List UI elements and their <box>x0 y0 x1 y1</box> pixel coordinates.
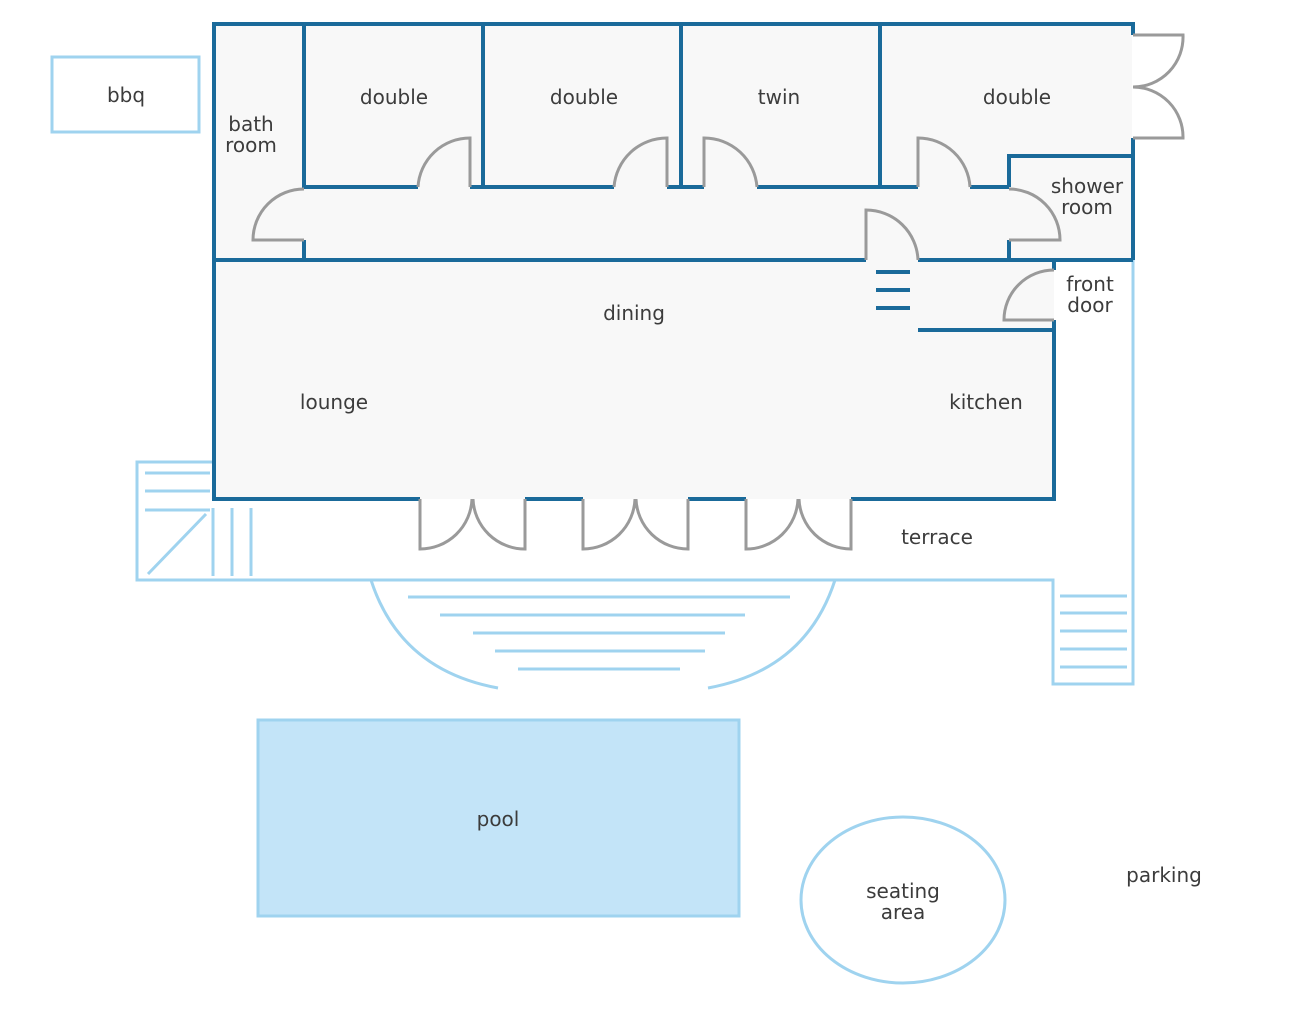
terrace-outline <box>135 260 1135 686</box>
label-dining: dining <box>603 301 665 325</box>
door-stairs <box>864 208 920 261</box>
interior-walls <box>214 24 1133 332</box>
bbq-area <box>50 55 201 134</box>
outer-walls <box>212 22 1135 501</box>
door-twin <box>702 136 759 188</box>
label-bath-room-2: room <box>225 133 277 157</box>
house-floor <box>214 24 1132 260</box>
stairs <box>876 270 910 310</box>
label-front-door-1: front <box>1066 272 1114 296</box>
right-steps <box>1060 594 1127 669</box>
door-terrace-3a <box>744 498 800 551</box>
door-double-1 <box>416 136 472 188</box>
label-bbq: bbq <box>107 83 145 107</box>
label-pool: pool <box>477 807 520 831</box>
door-double-2 <box>612 136 669 188</box>
label-parking: parking <box>1126 863 1202 887</box>
label-bedroom-3: twin <box>758 85 800 109</box>
labels: bbq bath room double double twin double … <box>107 83 1202 924</box>
label-shower-room-1: shower <box>1051 174 1124 198</box>
label-terrace: terrace <box>901 525 973 549</box>
label-shower-room-2: room <box>1061 195 1113 219</box>
door-side-lower <box>1132 85 1185 140</box>
label-bedroom-2: double <box>550 85 618 109</box>
door-terrace-2a <box>581 498 637 551</box>
doors <box>251 33 1185 551</box>
door-terrace-1a <box>418 498 474 551</box>
living-floor <box>214 260 1054 499</box>
outdoor-structures <box>50 55 1135 985</box>
label-bedroom-1: double <box>360 85 428 109</box>
door-shower <box>1008 187 1062 242</box>
label-kitchen: kitchen <box>949 390 1023 414</box>
label-bath-room-1: bath <box>228 112 273 136</box>
door-terrace-1b <box>471 498 527 551</box>
left-steps <box>145 471 253 576</box>
door-double-3 <box>916 136 972 188</box>
label-seating-area-2: area <box>881 900 926 924</box>
label-front-door-2: door <box>1067 293 1113 317</box>
pool-steps <box>369 579 837 690</box>
pool <box>256 718 741 918</box>
door-front <box>1002 268 1055 322</box>
label-bedroom-4: double <box>983 85 1051 109</box>
door-side-upper <box>1132 33 1185 89</box>
door-terrace-2b <box>634 498 690 551</box>
label-lounge: lounge <box>300 390 368 414</box>
door-terrace-3b <box>797 498 853 551</box>
house <box>212 22 1185 551</box>
door-bath <box>251 187 305 242</box>
label-seating-area-1: seating <box>866 879 940 903</box>
seating-area <box>799 815 1007 985</box>
